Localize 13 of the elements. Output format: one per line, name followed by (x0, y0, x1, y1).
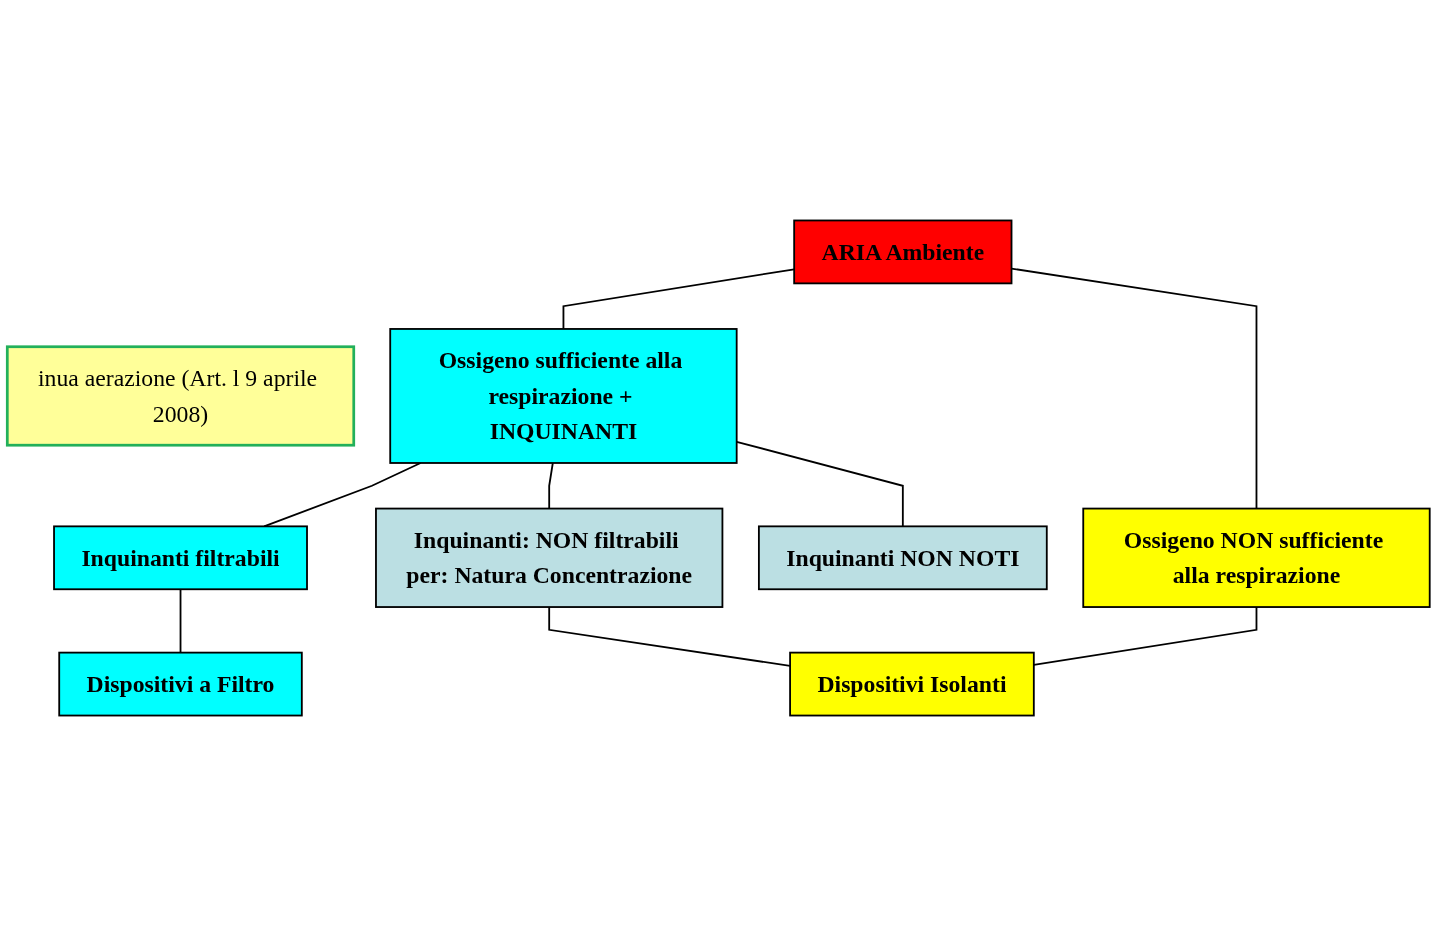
node-box: Inquinanti filtrabili (53, 525, 308, 591)
node-box: Inquinanti: NON filtrabili per: Natura Concentrazione (375, 507, 724, 608)
node-box: Dispositivi a Filtro (58, 651, 303, 717)
node-box: Ossigeno sufficiente alla respirazione + INQUINANTI (389, 328, 738, 464)
connector (548, 606, 791, 667)
node-box: inua aerazione (Art. l 9 aprile 2008) (5, 345, 356, 447)
node-box: Dispositivi Isolanti (789, 651, 1035, 717)
connector (179, 588, 182, 654)
node-box: Ossigeno NON sufficiente alla respirazione (1082, 507, 1431, 608)
node-box: ARIA Ambiente (793, 219, 1013, 285)
connector (263, 462, 422, 528)
node-box: Inquinanti NON NOTI (758, 525, 1048, 591)
connector (548, 462, 554, 510)
